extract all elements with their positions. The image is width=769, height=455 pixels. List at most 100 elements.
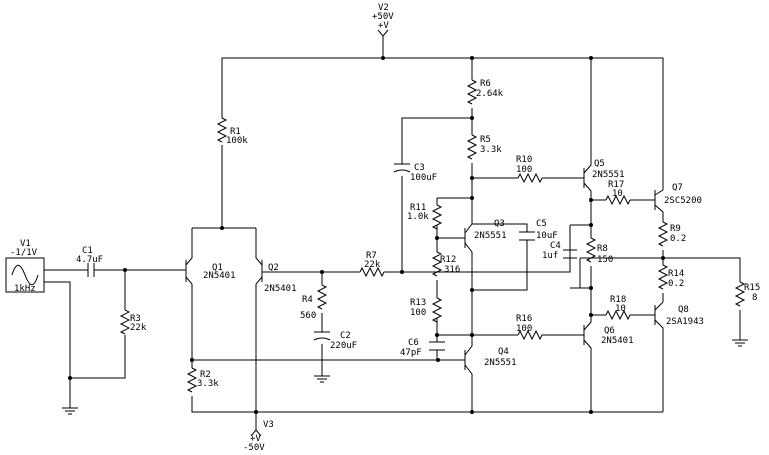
c5-value: 10uF bbox=[536, 231, 558, 241]
q5-name: Q5 bbox=[594, 159, 605, 169]
q3-transistor bbox=[437, 223, 473, 290]
r11-value: 1.0k bbox=[407, 212, 429, 222]
r13-resistor bbox=[432, 297, 442, 323]
c3-name: C3 bbox=[414, 163, 425, 173]
r3-name: R3 bbox=[130, 314, 141, 324]
c3-capacitor bbox=[393, 163, 411, 173]
r6-value: 2.64k bbox=[476, 89, 504, 99]
r1-value: 100k bbox=[226, 136, 248, 146]
r7-value: 22k bbox=[364, 260, 381, 270]
c1-value: 4.7uF bbox=[76, 255, 103, 265]
v3-name: V3 bbox=[263, 420, 274, 430]
c1-capacitor bbox=[87, 263, 95, 277]
r9-resistor bbox=[658, 221, 668, 247]
v1-freq: 1kHz bbox=[14, 284, 36, 294]
r16-value: 100 bbox=[516, 324, 532, 334]
r4-name: R4 bbox=[302, 295, 313, 305]
v1-source bbox=[5, 257, 45, 293]
c2-name: C2 bbox=[340, 331, 351, 341]
r17-name: R17 bbox=[608, 180, 624, 190]
q4-value: 2N5551 bbox=[484, 358, 517, 368]
r13-name: R13 bbox=[410, 298, 426, 308]
r4-value: 560 bbox=[300, 311, 316, 321]
c2-capacitor bbox=[313, 331, 331, 341]
r17-value: 10 bbox=[612, 189, 623, 199]
c6-capacitor bbox=[429, 341, 445, 351]
v1-name: V1 bbox=[20, 239, 31, 249]
q8-value: 2SA1943 bbox=[666, 317, 704, 327]
c4-value: 1uf bbox=[542, 251, 558, 261]
q7-transistor bbox=[654, 189, 664, 222]
q7-value: 2SC5200 bbox=[664, 196, 702, 206]
r15-name: R15 bbox=[744, 283, 760, 293]
q7-name: Q7 bbox=[672, 183, 683, 193]
r12-value: 316 bbox=[444, 265, 460, 275]
r14-name: R14 bbox=[668, 269, 684, 279]
q1-transistor bbox=[180, 228, 193, 360]
r10-value: 100 bbox=[516, 165, 532, 175]
q1-value: 2N5401 bbox=[203, 271, 236, 281]
c5-name: C5 bbox=[536, 219, 547, 229]
q2-transistor bbox=[255, 228, 322, 412]
r10-name: R10 bbox=[516, 155, 532, 165]
v2-supply bbox=[377, 29, 389, 60]
r3-resistor bbox=[120, 309, 130, 335]
q8-name: Q8 bbox=[678, 305, 689, 315]
r15-value: 8 bbox=[752, 293, 757, 303]
q2-value: 2N5401 bbox=[264, 284, 297, 294]
r14-resistor bbox=[658, 264, 668, 290]
v2-sym: +V bbox=[378, 21, 389, 31]
r12-name: R12 bbox=[440, 255, 456, 265]
q8-transistor bbox=[654, 301, 664, 412]
v3-value: -50V bbox=[243, 443, 265, 453]
r5-name: R5 bbox=[480, 135, 491, 145]
q5-value: 2N5551 bbox=[592, 170, 625, 180]
v1-value: -1/1V bbox=[10, 248, 38, 258]
q4-name: Q4 bbox=[498, 347, 509, 357]
r2-value: 3.3k bbox=[197, 379, 219, 389]
r6-name: R6 bbox=[480, 79, 491, 89]
v2-name: V2 bbox=[378, 3, 389, 13]
r3-value: 22k bbox=[130, 323, 147, 333]
r10-resistor bbox=[517, 173, 543, 183]
r5-resistor bbox=[467, 134, 477, 160]
c3-value: 100uF bbox=[410, 173, 437, 183]
c2-value: 220uF bbox=[330, 341, 357, 351]
r16-name: R16 bbox=[516, 314, 532, 324]
r15-resistor bbox=[735, 281, 745, 307]
q1-name: Q1 bbox=[212, 263, 223, 273]
q2-name: Q2 bbox=[268, 263, 279, 273]
r11-resistor bbox=[432, 204, 442, 230]
c4-name: C4 bbox=[550, 241, 561, 251]
q6-value: 2N5401 bbox=[601, 336, 634, 346]
r18-value: 10 bbox=[615, 304, 626, 314]
r9-value: 0.2 bbox=[670, 234, 686, 244]
r18-name: R18 bbox=[610, 295, 626, 305]
q6-name: Q6 bbox=[604, 326, 615, 336]
r1-name: R1 bbox=[230, 127, 241, 137]
v3-supply bbox=[250, 410, 262, 437]
r4-resistor bbox=[317, 284, 327, 310]
c4-capacitor bbox=[563, 249, 577, 259]
r5-value: 3.3k bbox=[480, 145, 502, 155]
r9-name: R9 bbox=[670, 224, 681, 234]
r1-resistor bbox=[217, 117, 227, 143]
c6-name: C6 bbox=[408, 338, 419, 348]
r8-name: R8 bbox=[597, 244, 608, 254]
r7-name: R7 bbox=[366, 251, 377, 261]
r8-value: 150 bbox=[597, 255, 613, 265]
c6-value: 47pF bbox=[400, 348, 422, 358]
r2-resistor bbox=[187, 367, 197, 393]
c5-capacitor bbox=[519, 231, 535, 241]
c1-name: C1 bbox=[82, 246, 93, 256]
q4-transistor bbox=[438, 335, 473, 412]
r13-value: 100 bbox=[410, 308, 426, 318]
r2-name: R2 bbox=[200, 370, 211, 380]
v2-value: +50V bbox=[372, 12, 394, 22]
q5-transistor bbox=[578, 58, 592, 225]
q6-transistor bbox=[578, 300, 592, 412]
q3-value: 2N5551 bbox=[474, 231, 507, 241]
r11-name: R11 bbox=[410, 203, 426, 213]
r6-resistor bbox=[467, 79, 477, 105]
